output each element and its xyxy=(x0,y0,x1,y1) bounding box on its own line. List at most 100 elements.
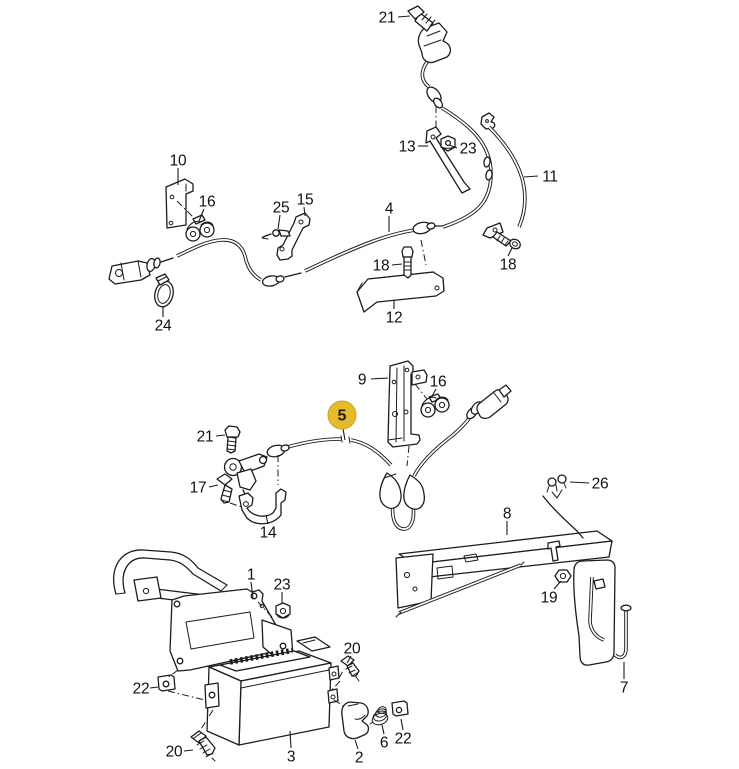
callout-15[interactable]: 15 xyxy=(297,192,314,217)
callout-6[interactable]: 6 xyxy=(380,724,389,752)
part-nut-23-top xyxy=(440,135,456,152)
callout-23-bottom[interactable]: 23 xyxy=(274,577,291,604)
callout-leader-9 xyxy=(370,377,389,380)
callout-label-6[interactable]: 6 xyxy=(380,735,389,752)
callout-label-23-top[interactable]: 23 xyxy=(460,141,477,158)
part-plate-1 xyxy=(169,588,294,672)
callout-22-right[interactable]: 22 xyxy=(395,718,412,748)
part-cable-4 xyxy=(108,221,444,287)
callout-label-9[interactable]: 9 xyxy=(358,372,367,389)
callout-25[interactable]: 25 xyxy=(273,200,290,230)
callout-19[interactable]: 19 xyxy=(541,580,562,607)
callout-16-mid[interactable]: 16 xyxy=(430,374,447,399)
callout-label-12[interactable]: 12 xyxy=(386,310,403,327)
callout-label-1[interactable]: 1 xyxy=(247,567,256,584)
callout-21-top[interactable]: 21 xyxy=(379,10,411,27)
callout-label-8[interactable]: 8 xyxy=(503,506,512,523)
callout-label-3[interactable]: 3 xyxy=(287,749,296,766)
callout-2[interactable]: 2 xyxy=(354,739,364,767)
part-boots xyxy=(379,472,425,531)
callout-label-20-right[interactable]: 20 xyxy=(344,641,362,658)
part-clip-22-right xyxy=(391,700,409,717)
callout-label-18-right[interactable]: 18 xyxy=(500,257,517,274)
callout-24[interactable]: 24 xyxy=(155,307,172,335)
callout-label-21-top[interactable]: 21 xyxy=(379,10,396,27)
callout-leader-18-left xyxy=(391,263,403,266)
callout-label-26[interactable]: 26 xyxy=(592,476,609,493)
callout-7[interactable]: 7 xyxy=(620,662,628,697)
callout-leader-19 xyxy=(553,580,562,590)
callout-11[interactable]: 11 xyxy=(523,169,558,186)
callout-22-left[interactable]: 22 xyxy=(133,681,159,698)
callout-label-16-left[interactable]: 16 xyxy=(199,194,216,211)
callout-leader-16-left xyxy=(198,208,205,222)
part-bracket-9 xyxy=(387,360,428,467)
callout-13[interactable]: 13 xyxy=(399,139,428,156)
part-tube-7 xyxy=(573,559,632,666)
callout-label-13[interactable]: 13 xyxy=(399,139,416,156)
callout-18-right[interactable]: 18 xyxy=(500,247,517,274)
highlight-layer: 5 xyxy=(327,400,357,441)
callout-3[interactable]: 3 xyxy=(287,730,296,766)
callout-10[interactable]: 10 xyxy=(170,153,187,186)
part-bracket-15 xyxy=(276,212,311,261)
callout-16-left[interactable]: 16 xyxy=(198,194,216,222)
callout-17[interactable]: 17 xyxy=(190,480,219,497)
part-cable-top xyxy=(420,55,493,229)
callout-9[interactable]: 9 xyxy=(358,372,389,389)
part-wire-26 xyxy=(542,474,584,539)
callout-20-bottom[interactable]: 20 xyxy=(166,744,194,761)
callout-18-left[interactable]: 18 xyxy=(373,258,403,275)
callout-14[interactable]: 14 xyxy=(260,514,278,542)
part-spring-6 xyxy=(369,706,389,726)
callout-leader-14 xyxy=(265,514,269,525)
part-clamp-16-left xyxy=(185,214,215,242)
callout-21-mid[interactable]: 21 xyxy=(197,429,226,446)
highlight-circle[interactable] xyxy=(327,400,357,430)
callout-1[interactable]: 1 xyxy=(247,567,255,599)
callout-23-top[interactable]: 23 xyxy=(448,141,477,158)
callout-label-21-mid[interactable]: 21 xyxy=(197,429,214,446)
part-bolt-17 xyxy=(216,473,246,509)
callout-leader-20-right xyxy=(346,655,352,664)
callout-label-7[interactable]: 7 xyxy=(620,680,629,697)
callout-12[interactable]: 12 xyxy=(386,300,403,327)
part-cable-connector xyxy=(412,384,512,477)
part-bolt-18-right xyxy=(492,231,521,250)
callout-label-24[interactable]: 24 xyxy=(155,318,173,335)
highlight-label[interactable]: 5 xyxy=(338,408,347,425)
part-rail-8 xyxy=(395,530,613,618)
callout-label-14[interactable]: 14 xyxy=(260,525,278,542)
callout-leader-25 xyxy=(277,214,281,230)
callout-4[interactable]: 4 xyxy=(385,201,394,233)
callout-leader-17 xyxy=(208,484,219,488)
callout-label-15[interactable]: 15 xyxy=(297,192,314,209)
callout-8[interactable]: 8 xyxy=(503,506,511,536)
highlighted-callout-5[interactable]: 5 xyxy=(327,400,357,441)
callout-26[interactable]: 26 xyxy=(569,476,609,493)
part-bracket-14 xyxy=(238,488,287,525)
callout-leader-6 xyxy=(381,724,385,735)
callout-leader-26 xyxy=(569,481,590,484)
part-bolt-21-mid xyxy=(224,425,241,454)
part-bracket-12 xyxy=(356,239,445,313)
callout-label-11[interactable]: 11 xyxy=(542,169,558,186)
callout-20-right[interactable]: 20 xyxy=(344,641,361,664)
callout-label-19[interactable]: 19 xyxy=(541,590,558,607)
callout-label-23-bottom[interactable]: 23 xyxy=(274,577,291,594)
callout-label-17[interactable]: 17 xyxy=(190,480,207,497)
callout-label-2[interactable]: 2 xyxy=(355,750,364,767)
part-bracket-13 xyxy=(425,106,471,194)
callout-label-16-mid[interactable]: 16 xyxy=(430,374,447,391)
part-nut-23-bottom xyxy=(275,602,291,619)
callout-label-22-right[interactable]: 22 xyxy=(395,731,412,748)
callout-label-18-left[interactable]: 18 xyxy=(373,258,390,275)
callout-leader-3 xyxy=(289,730,292,749)
callout-label-20-bottom[interactable]: 20 xyxy=(166,744,184,761)
callout-label-22-left[interactable]: 22 xyxy=(133,681,150,698)
callout-label-25[interactable]: 25 xyxy=(273,200,290,217)
part-bracket-10 xyxy=(165,178,195,229)
callout-label-4[interactable]: 4 xyxy=(385,201,394,218)
callout-label-10[interactable]: 10 xyxy=(170,153,188,170)
